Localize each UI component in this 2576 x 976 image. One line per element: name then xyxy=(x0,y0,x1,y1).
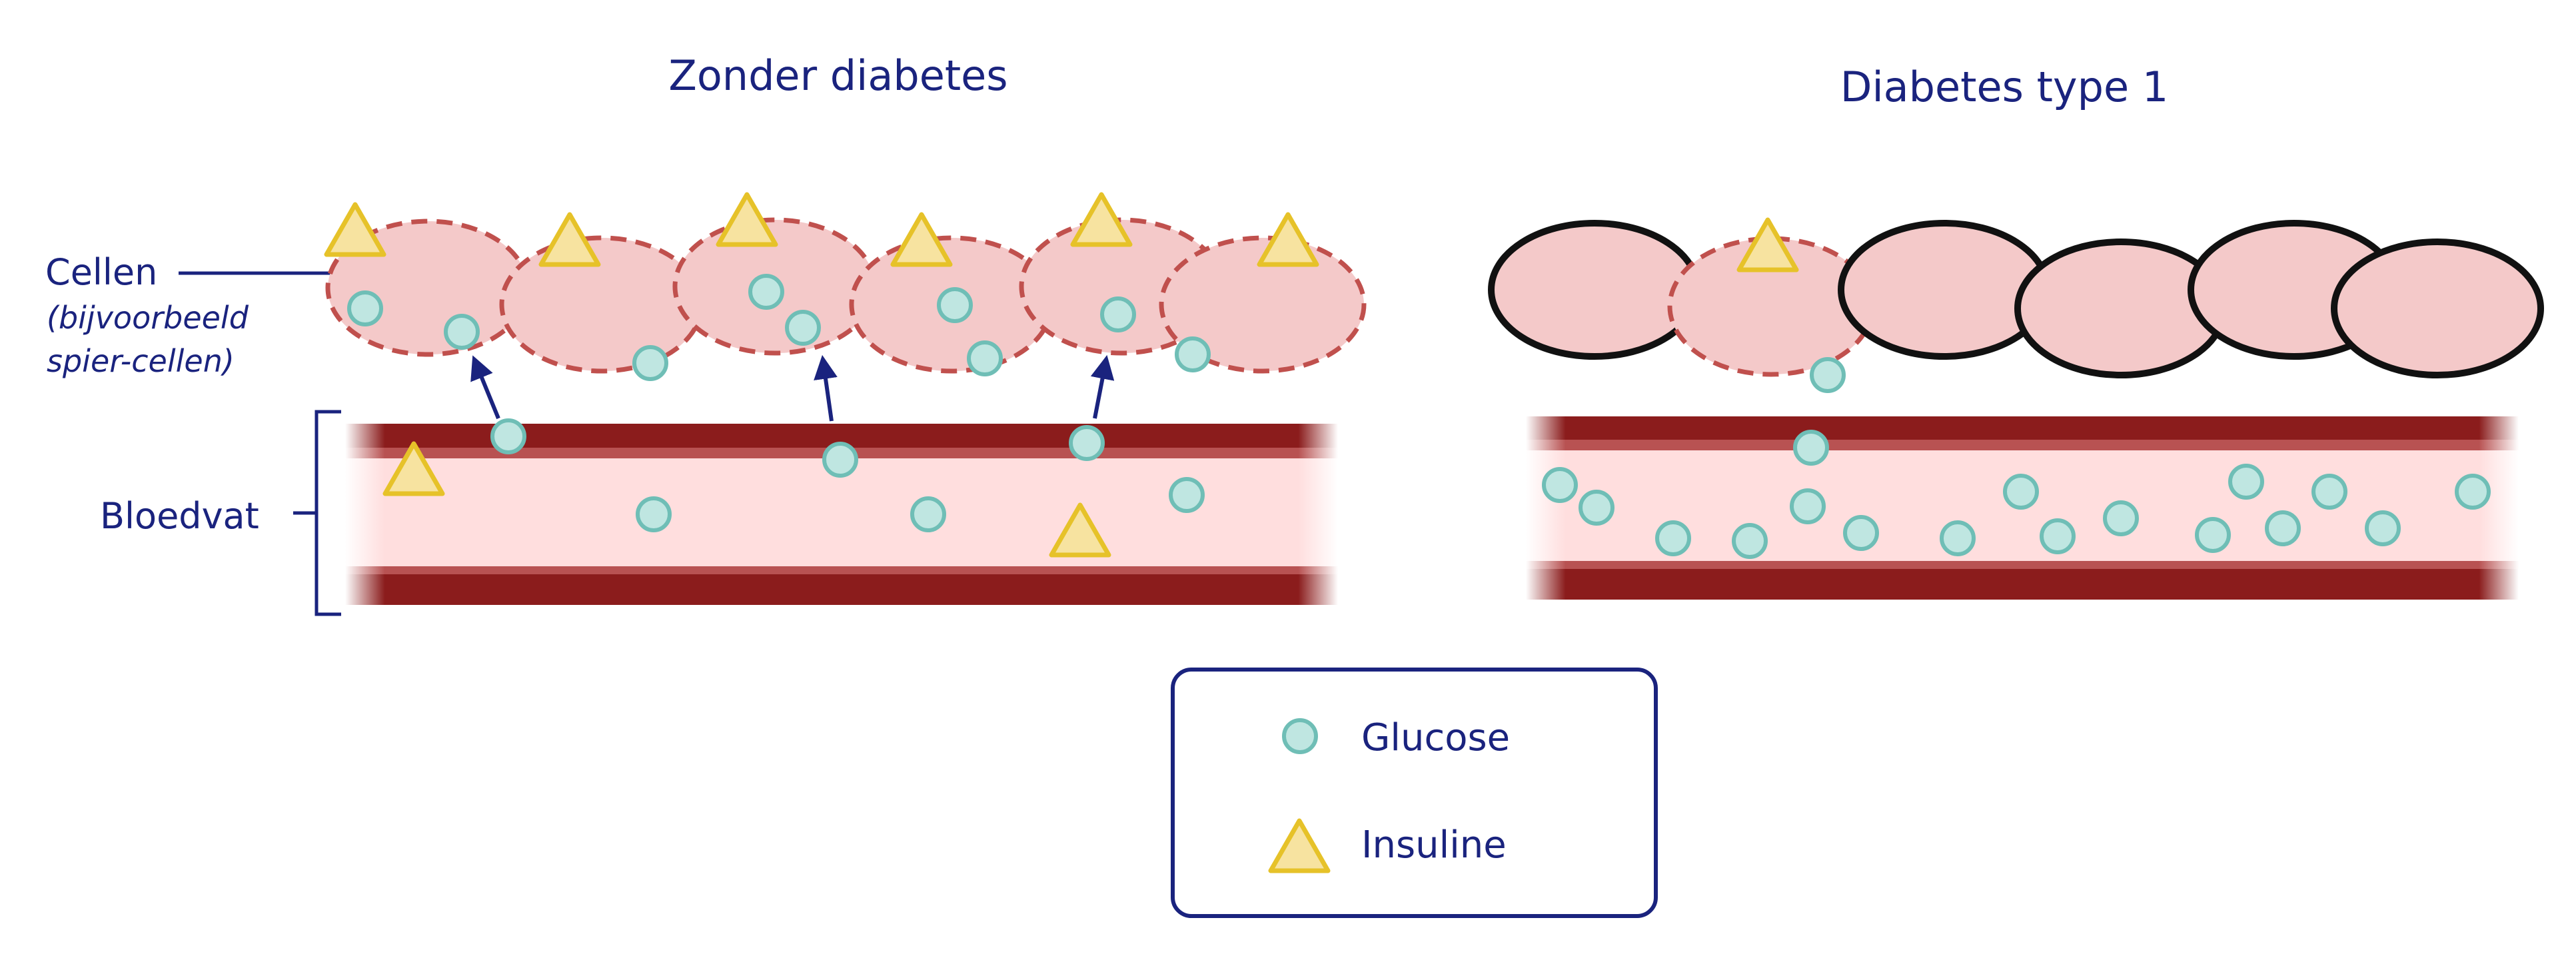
glucose-icon xyxy=(1655,520,1691,556)
left-panel-title: Zonder diabetes xyxy=(668,51,1007,100)
insulin-icon xyxy=(716,192,778,247)
glucose-icon xyxy=(1793,430,1829,466)
glucose-icon xyxy=(1100,296,1136,332)
glucose-icon xyxy=(347,290,383,326)
closed-cell xyxy=(2331,239,2544,378)
glucose-icon xyxy=(1732,523,1768,559)
glucose-molecules xyxy=(347,274,2491,559)
glucose-icon xyxy=(910,496,946,532)
legend-insulin-icon xyxy=(1268,818,1331,873)
glucose-icon xyxy=(1169,477,1205,513)
arrow-icon xyxy=(470,355,500,420)
cells-label: Cellen xyxy=(45,251,157,293)
insulin-icon xyxy=(1049,502,1111,558)
right-cells xyxy=(1488,220,2544,378)
closed-cell xyxy=(1838,220,2051,360)
insulin-icon xyxy=(890,212,953,267)
glucose-icon xyxy=(785,310,821,346)
legend-insulin-label: Insuline xyxy=(1361,823,1507,867)
glucose-icon xyxy=(1843,515,1879,551)
glucose-icon xyxy=(1940,520,1976,556)
cells-example-label-line2: spier-cellen) xyxy=(47,343,235,379)
glucose-icon xyxy=(1810,357,1846,393)
glucose-icon xyxy=(2228,464,2264,500)
insulin-icon xyxy=(324,202,386,257)
glucose-icon xyxy=(1790,488,1826,524)
glucose-icon xyxy=(967,340,1003,376)
glucose-icon xyxy=(490,418,526,454)
insulin-icon xyxy=(382,441,445,496)
glucose-icon xyxy=(937,287,973,323)
right-blood-vessel xyxy=(1526,412,2519,605)
vessel-label: Bloedvat xyxy=(100,495,259,537)
glucose-icon xyxy=(822,442,858,478)
legend: Glucose Insuline xyxy=(1171,668,1658,918)
glucose-icon xyxy=(2003,474,2039,510)
glucose-icon xyxy=(444,314,480,350)
vessel-bracket xyxy=(315,410,341,616)
glucose-icon xyxy=(2455,474,2491,510)
glucose-icon xyxy=(748,274,784,310)
glucose-icon xyxy=(2365,510,2401,546)
glucose-icon xyxy=(636,496,672,532)
glucose-icon xyxy=(2265,510,2301,546)
open-cell xyxy=(1159,235,1367,374)
closed-cell xyxy=(1488,220,1701,360)
glucose-icon xyxy=(1579,490,1614,526)
insulin-icon xyxy=(1257,212,1319,267)
arrow-icon xyxy=(1090,354,1115,419)
insulin-icon xyxy=(1736,217,1799,272)
glucose-icon xyxy=(2311,474,2347,510)
glucose-icon xyxy=(2195,517,2231,553)
right-panel-title: Diabetes type 1 xyxy=(1840,63,2169,111)
arrow-icon xyxy=(814,354,838,422)
glucose-icon xyxy=(1175,336,1211,372)
cells-example-label-line1: (bijvoorbeeld xyxy=(47,300,249,336)
legend-glucose-label: Glucose xyxy=(1361,716,1510,759)
glucose-icon xyxy=(2103,500,2139,536)
legend-box xyxy=(1171,668,1658,918)
glucose-icon xyxy=(1542,467,1578,503)
glucose-icon xyxy=(1069,425,1105,461)
insulin-icon xyxy=(1070,192,1133,247)
glucose-icon xyxy=(632,345,668,381)
legend-glucose-icon xyxy=(1282,718,1318,754)
insulin-molecules xyxy=(324,192,1799,558)
glucose-icon xyxy=(2040,518,2076,554)
insulin-icon xyxy=(538,212,601,267)
glucose-uptake-arrows xyxy=(470,354,1115,422)
open-cell xyxy=(499,235,704,374)
